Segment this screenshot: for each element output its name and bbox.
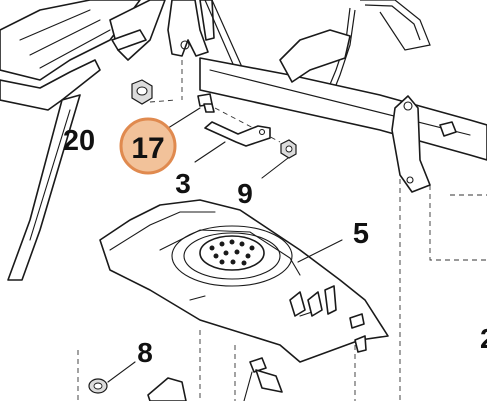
hex-nut bbox=[131, 79, 153, 105]
bottom-bracket bbox=[147, 377, 187, 401]
bracket-strap bbox=[194, 121, 271, 163]
callout-20: 20 bbox=[63, 125, 95, 157]
grille-holes bbox=[209, 239, 255, 266]
highlighted-callout-badge bbox=[119, 117, 177, 175]
cover-housing bbox=[99, 199, 389, 363]
callout-17: 17 bbox=[131, 132, 164, 165]
mounting-plate-right bbox=[391, 95, 457, 193]
callout-2-partial: 2 bbox=[480, 323, 487, 354]
callout-5: 5 bbox=[353, 218, 369, 250]
bottom-bolt bbox=[243, 357, 283, 401]
mounting-bracket-top bbox=[167, 0, 215, 57]
assembly-dashed-lines bbox=[77, 60, 487, 401]
bolt bbox=[164, 93, 215, 131]
bushing bbox=[88, 361, 136, 394]
callout-8: 8 bbox=[137, 337, 153, 368]
callout-9: 9 bbox=[237, 178, 253, 209]
callout-3: 3 bbox=[175, 168, 191, 199]
callout-labels: 17 20 3 9 5 8 2 bbox=[63, 125, 487, 368]
frame-upper-left bbox=[0, 0, 166, 281]
small-nut bbox=[261, 139, 297, 179]
